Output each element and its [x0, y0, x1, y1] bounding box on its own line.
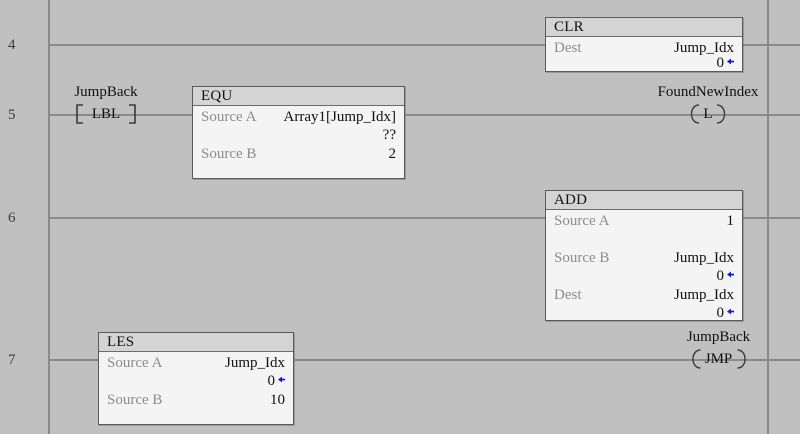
lbl-bracket-symbol: LBL — [75, 103, 137, 125]
equ-block-title: EQU — [201, 88, 233, 104]
jmp-coil-symbol-text: JMP — [704, 351, 733, 367]
equ-source-a-label: Source A — [201, 109, 257, 125]
live-marker-icon — [727, 308, 734, 315]
clr-block-body: Dest Jump_Idx 0 — [546, 37, 742, 71]
rung-number-6: 6 — [8, 210, 16, 226]
les-source-a-live-value: 0 — [268, 373, 285, 390]
rung7-wire-seg3 — [751, 359, 768, 361]
equ-source-b-label: Source B — [201, 146, 257, 162]
clr-block-header: CLR — [546, 18, 742, 37]
rung-number-5: 5 — [8, 107, 16, 123]
jumpback-tag-label: JumpBack — [686, 329, 751, 345]
add-block-header: ADD — [546, 191, 742, 210]
lbl-tag-label: JumpBack — [74, 84, 138, 100]
rung-number-7: 7 — [8, 352, 16, 368]
foundnewindex-tag-label: FoundNewIndex — [657, 84, 759, 100]
equ-source-a-value[interactable]: Array1[Jump_Idx] — [283, 109, 396, 125]
lbl-symbol-text: LBL — [91, 106, 121, 122]
add-source-b-value[interactable]: Jump_Idx — [674, 250, 734, 266]
rung5-wire-seg3 — [405, 114, 685, 116]
clr-block[interactable]: CLR Dest Jump_Idx 0 — [545, 17, 743, 72]
les-block[interactable]: LES Source A Jump_Idx 0 Source B 10 — [98, 332, 294, 425]
clr-dest-label: Dest — [554, 40, 582, 56]
add-block-title: ADD — [554, 192, 588, 208]
les-source-b-value[interactable]: 10 — [270, 392, 285, 408]
add-dest-live-value: 0 — [717, 305, 734, 322]
add-source-b-live-value: 0 — [717, 268, 734, 285]
live-marker-icon — [727, 271, 734, 278]
add-source-b-label: Source B — [554, 250, 610, 266]
add-block-body: Source A 1 Source B Jump_Idx 0 Dest Jump… — [546, 210, 742, 322]
add-block[interactable]: ADD Source A 1 Source B Jump_Idx 0 Dest … — [545, 190, 743, 321]
rung4-wire-left — [48, 44, 545, 46]
rung7-wire-seg2 — [294, 359, 686, 361]
les-source-b-label: Source B — [107, 392, 163, 408]
live-marker-icon — [727, 58, 734, 65]
clr-dest-value[interactable]: Jump_Idx — [674, 40, 734, 56]
les-block-header: LES — [99, 333, 293, 352]
lbl-instruction[interactable]: JumpBack LBL — [74, 84, 138, 130]
les-block-body: Source A Jump_Idx 0 Source B 10 — [99, 352, 293, 424]
rung5-wire-seg1 — [48, 114, 75, 116]
equ-source-a-live-value: ?? — [382, 127, 396, 143]
add-dest-label: Dest — [554, 287, 582, 303]
rung7-wire-seg1 — [48, 359, 98, 361]
equ-block-body: Source A Array1[Jump_Idx] ?? Source B 2 — [193, 106, 404, 178]
latch-coil-foundnewindex[interactable]: FoundNewIndex L — [658, 84, 758, 130]
live-marker-icon — [278, 376, 285, 383]
jmp-coil-jumpback[interactable]: JumpBack JMP — [686, 329, 751, 375]
rung6-wire-left — [48, 217, 545, 219]
add-dest-value[interactable]: Jump_Idx — [674, 287, 734, 303]
clr-dest-live-value: 0 — [717, 55, 734, 72]
rung-number-4: 4 — [8, 37, 16, 53]
rung6-wire-right — [742, 217, 768, 219]
les-source-a-value[interactable]: Jump_Idx — [225, 355, 285, 371]
add-source-a-value[interactable]: 1 — [726, 213, 735, 229]
les-source-a-label: Source A — [107, 355, 163, 371]
rung5-wire-seg4 — [731, 114, 768, 116]
equ-block-header: EQU — [193, 87, 404, 106]
equ-source-b-value[interactable]: 2 — [388, 146, 397, 162]
rung5-wire-seg2 — [137, 114, 192, 116]
latch-coil-symbol-text: L — [703, 106, 713, 122]
les-block-title: LES — [107, 334, 135, 350]
rung4-wire-right — [742, 44, 768, 46]
latch-coil-symbol: L — [685, 103, 731, 125]
clr-block-title: CLR — [554, 19, 584, 35]
equ-block[interactable]: EQU Source A Array1[Jump_Idx] ?? Source … — [192, 86, 405, 179]
add-source-a-label: Source A — [554, 213, 610, 229]
jmp-coil-symbol: JMP — [686, 348, 751, 370]
